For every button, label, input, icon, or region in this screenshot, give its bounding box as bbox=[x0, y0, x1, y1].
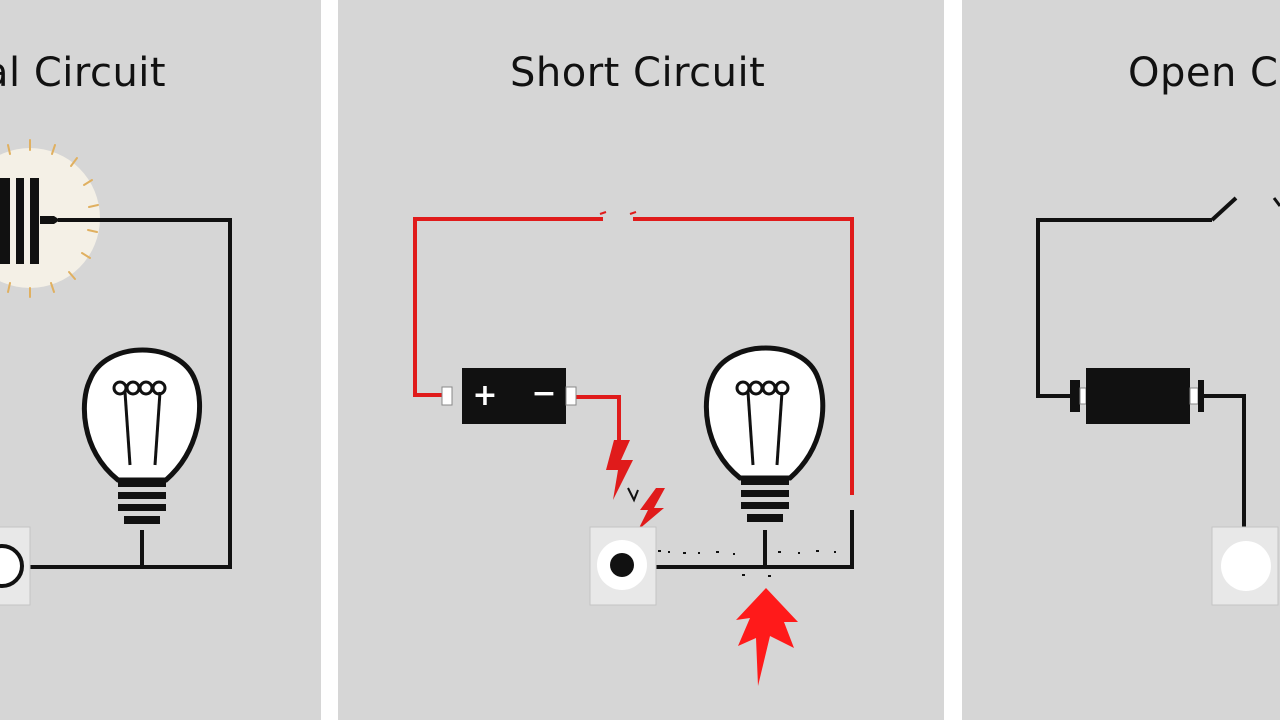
spark-icon bbox=[606, 440, 665, 530]
wire-break-marks bbox=[599, 211, 637, 215]
spark-trace bbox=[658, 550, 836, 577]
normal-circuit-diagram bbox=[0, 139, 232, 606]
light-bulb-icon bbox=[81, 347, 203, 524]
short-circuit-black-wires bbox=[656, 510, 854, 569]
light-bulb-icon bbox=[703, 345, 826, 522]
battery-plus-label: + bbox=[472, 378, 497, 413]
open-circuit-diagram bbox=[1036, 196, 1280, 606]
short-circuit-wires bbox=[413, 217, 854, 495]
spark-trace-black bbox=[627, 487, 639, 503]
normal-circuit-panel: al Circuit bbox=[0, 0, 321, 720]
battery-icon: + − bbox=[441, 368, 577, 424]
battery-minus-label: − bbox=[531, 376, 556, 411]
battery-icon bbox=[1070, 368, 1204, 424]
open-circuit-wires bbox=[1036, 196, 1246, 527]
battery-icon bbox=[0, 178, 60, 264]
switch-box bbox=[0, 526, 31, 606]
open-circuit-panel: Open C bbox=[962, 0, 1280, 720]
switch-box bbox=[1211, 526, 1279, 606]
open-circuit-title: Open C bbox=[1128, 50, 1279, 96]
open-switch-contact bbox=[1272, 197, 1280, 207]
normal-circuit-title: al Circuit bbox=[0, 50, 167, 96]
short-circuit-panel: Short Circuit bbox=[338, 0, 944, 720]
large-spark-icon bbox=[736, 588, 798, 686]
short-circuit-diagram: + − bbox=[413, 211, 854, 686]
normal-circuit-wires bbox=[30, 218, 232, 569]
short-circuit-title: Short Circuit bbox=[510, 50, 766, 96]
switch-box bbox=[589, 526, 657, 606]
